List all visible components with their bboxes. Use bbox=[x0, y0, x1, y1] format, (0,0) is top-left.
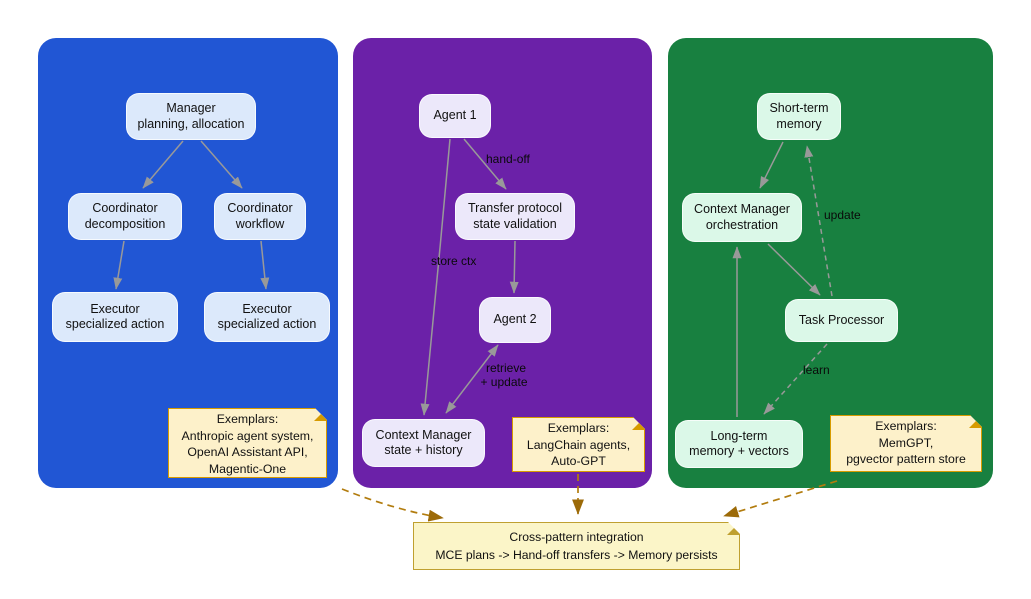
edge-label-update: update bbox=[824, 208, 861, 222]
node-executor-right: Executor specialized action bbox=[204, 292, 330, 342]
node-executor-left-title: Executor bbox=[90, 301, 140, 316]
node-manager: Manager planning, allocation bbox=[126, 93, 256, 140]
note-exemplars-blue: Exemplars: Anthropic agent system, OpenA… bbox=[168, 408, 327, 478]
note-blue-line1: Anthropic agent system, bbox=[181, 428, 314, 443]
node-coordinator-decomposition: Coordinator decomposition bbox=[68, 193, 182, 240]
note-exemplars-purple: Exemplars: LangChain agents, Auto-GPT bbox=[512, 417, 645, 472]
integration-line2: MCE plans -> Hand-off transfers -> Memor… bbox=[435, 547, 718, 562]
note-green-line1: MemGPT, bbox=[878, 435, 934, 450]
node-context-manager-purple-subtitle: state + history bbox=[384, 443, 463, 457]
node-context-manager-green-subtitle: orchestration bbox=[705, 217, 779, 232]
note-blue-line2: OpenAI Assistant API, bbox=[187, 445, 308, 459]
integration-line1: Cross-pattern integration bbox=[509, 530, 644, 544]
node-context-manager-purple: Context Manager state + history bbox=[362, 419, 485, 467]
node-coordinator-workflow-subtitle: workflow bbox=[235, 216, 285, 231]
node-manager-title: Manager bbox=[166, 101, 216, 115]
node-agent1: Agent 1 bbox=[419, 94, 491, 138]
node-long-term-memory-subtitle: memory + vectors bbox=[689, 444, 789, 458]
node-task-processor-title: Task Processor bbox=[798, 312, 885, 327]
edge-label-store-ctx: store ctx bbox=[431, 254, 477, 268]
edge-label-retrieve-update: + update bbox=[480, 375, 528, 389]
node-executor-left-subtitle: specialized action bbox=[65, 317, 165, 331]
edge-label-learn: learn bbox=[803, 363, 830, 377]
node-short-term-memory-subtitle: memory bbox=[776, 116, 822, 131]
node-context-manager-purple-title: Context Manager bbox=[375, 427, 472, 442]
node-short-term-memory: Short-term memory bbox=[757, 93, 841, 140]
note-purple-line2: Auto-GPT bbox=[551, 454, 606, 468]
node-transfer-protocol-title: Transfer protocol bbox=[467, 201, 563, 215]
edge-blue-panel-to-integration bbox=[341, 488, 444, 522]
node-task-processor: Task Processor bbox=[785, 299, 898, 342]
node-manager-subtitle: planning, allocation bbox=[137, 116, 245, 131]
node-coordinator-decomposition-title: Coordinator bbox=[92, 201, 158, 215]
node-coordinator-workflow-title: Coordinator bbox=[227, 201, 293, 215]
note-fold-icon bbox=[727, 523, 739, 535]
note-blue-line3: Magentic-One bbox=[208, 461, 287, 476]
node-transfer-protocol: Transfer protocol state validation bbox=[455, 193, 575, 240]
edge-label-retrieve: retrieve bbox=[485, 361, 526, 375]
node-long-term-memory: Long-term memory + vectors bbox=[675, 420, 803, 468]
note-purple-line1: LangChain agents, bbox=[526, 437, 631, 452]
node-agent1-title: Agent 1 bbox=[433, 108, 477, 123]
note-purple-heading: Exemplars: bbox=[547, 421, 610, 435]
node-short-term-memory-title: Short-term bbox=[769, 101, 829, 115]
edge-label-hand-off: hand-off bbox=[486, 152, 530, 166]
node-context-manager-green-title: Context Manager bbox=[694, 202, 790, 216]
node-agent2: Agent 2 bbox=[479, 297, 551, 343]
node-executor-right-title: Executor bbox=[242, 301, 292, 316]
note-green-heading: Exemplars: bbox=[875, 419, 937, 433]
node-long-term-memory-title: Long-term bbox=[710, 428, 768, 443]
note-green-line2: pgvector pattern store bbox=[846, 452, 966, 466]
node-transfer-protocol-subtitle: state validation bbox=[473, 216, 557, 231]
note-exemplars-green: Exemplars: MemGPT, pgvector pattern stor… bbox=[830, 415, 982, 472]
node-executor-left: Executor specialized action bbox=[52, 292, 178, 342]
note-cross-pattern-integration: Cross-pattern integration MCE plans -> H… bbox=[413, 522, 740, 570]
node-executor-right-subtitle: specialized action bbox=[217, 317, 317, 331]
node-agent2-title: Agent 2 bbox=[493, 312, 537, 327]
note-blue-heading: Exemplars: bbox=[216, 412, 279, 426]
node-context-manager-green: Context Manager orchestration bbox=[682, 193, 802, 242]
node-coordinator-workflow: Coordinator workflow bbox=[214, 193, 306, 240]
handoff-pattern-panel bbox=[353, 38, 652, 488]
node-coordinator-decomposition-subtitle: decomposition bbox=[84, 216, 166, 231]
